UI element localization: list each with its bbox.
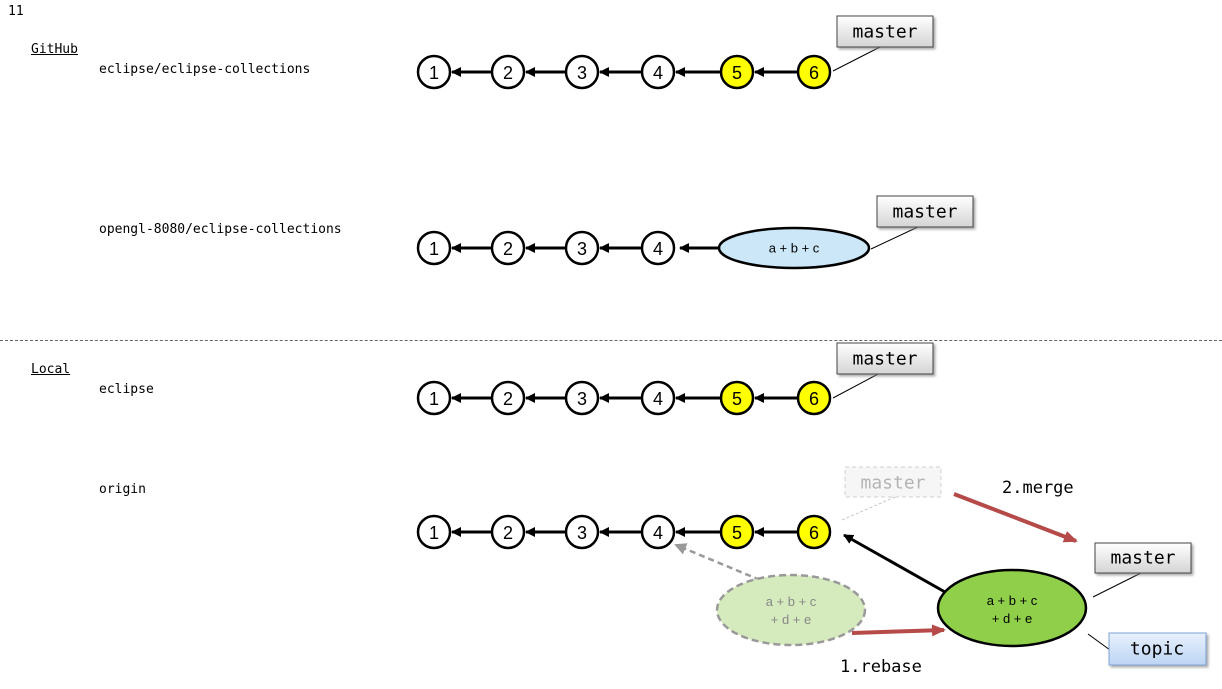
repo-label-eclipse: eclipse	[99, 382, 154, 397]
ref-master-origin-old: master	[841, 466, 942, 521]
commit-node	[564, 230, 600, 266]
commit-label: 1	[429, 239, 439, 259]
repo-label-upstream: eclipse/eclipse-collections	[99, 62, 311, 77]
commit-label: 1	[429, 63, 439, 83]
commit-node	[640, 54, 676, 90]
ref-master-upstream: master	[832, 15, 934, 72]
ref-master-origin-new: master	[1092, 542, 1192, 598]
commit-chain-upstream: 1 2 3 4 5 6	[416, 54, 832, 90]
commit-node	[416, 54, 452, 90]
ref-label: master	[852, 349, 917, 370]
commit-node	[416, 514, 452, 550]
commit-chain-origin: 1 2 3 4 5 6	[416, 514, 832, 550]
commit-node	[796, 54, 832, 90]
commit-node	[490, 54, 526, 90]
commit-label: 3	[577, 523, 587, 543]
commit-node	[416, 380, 452, 416]
commit-node	[564, 54, 600, 90]
squash-commit-node	[936, 568, 1088, 648]
ref-master-eclipse: master	[832, 342, 934, 399]
ref-label: topic	[1130, 639, 1184, 660]
commit-node	[640, 230, 676, 266]
commit-label: 3	[577, 63, 587, 83]
commit-node	[719, 54, 755, 90]
commit-label: 6	[809, 389, 819, 409]
commit-node	[719, 380, 755, 416]
commit-label: 5	[732, 63, 742, 83]
page-number: 11	[8, 4, 24, 19]
commit-label: 3	[577, 389, 587, 409]
commit-label: 3	[577, 239, 587, 259]
commit-label: 4	[653, 239, 663, 259]
commit-chain-eclipse: 1 2 3 4 5 6	[416, 380, 832, 416]
commit-node	[796, 514, 832, 550]
ref-label: master	[1110, 548, 1175, 569]
commit-node	[640, 380, 676, 416]
rebase-arrow	[851, 624, 946, 637]
commit-label: 6	[809, 63, 819, 83]
commit-label: 4	[653, 63, 663, 83]
squash-ghost-line-2: + d + e	[771, 612, 811, 627]
squash-commit-ghost	[715, 573, 867, 647]
merge-label: 2.merge	[1002, 478, 1074, 498]
squash-line-2: + d + e	[992, 611, 1032, 626]
commit-label: 1	[429, 389, 439, 409]
squash-line-1: a + b + c	[987, 593, 1038, 608]
commit-node	[640, 514, 676, 550]
commit-node	[719, 514, 755, 550]
commit-node	[490, 230, 526, 266]
squash-ghost-line-1: a + b + c	[766, 594, 817, 609]
repo-label-fork: opengl-8080/eclipse-collections	[99, 222, 342, 237]
commit-node	[564, 380, 600, 416]
section-title-github: GitHub	[31, 42, 78, 57]
section-divider	[0, 340, 1222, 341]
commit-label: 2	[503, 523, 513, 543]
commit-label: 5	[732, 389, 742, 409]
commit-node	[564, 514, 600, 550]
commit-node	[796, 380, 832, 416]
ref-label: master	[860, 473, 925, 494]
ref-master-fork: master	[870, 195, 974, 250]
commit-label: 1	[429, 523, 439, 543]
commit-label: 4	[653, 523, 663, 543]
ref-label: master	[892, 202, 957, 223]
merge-arrow	[953, 492, 1078, 543]
section-title-local: Local	[31, 362, 71, 377]
ref-label: master	[852, 22, 917, 43]
commit-chain-fork: 1 2 3 4	[416, 230, 676, 266]
commit-node	[416, 230, 452, 266]
ghost-parent-arrow	[674, 543, 761, 582]
squash-parent-arrow	[843, 533, 946, 594]
commit-label: 6	[809, 523, 819, 543]
repo-label-origin: origin	[99, 482, 146, 497]
commit-label: 2	[503, 389, 513, 409]
commit-label: 2	[503, 63, 513, 83]
combined-commit-node	[717, 226, 871, 270]
combined-commit-label: a + b + c	[769, 241, 820, 256]
rebase-label: 1.rebase	[840, 657, 922, 677]
commit-node	[490, 514, 526, 550]
commit-node	[490, 380, 526, 416]
commit-label: 2	[503, 239, 513, 259]
commit-label: 5	[732, 523, 742, 543]
ref-topic: topic	[1087, 632, 1207, 666]
commit-label: 4	[653, 389, 663, 409]
